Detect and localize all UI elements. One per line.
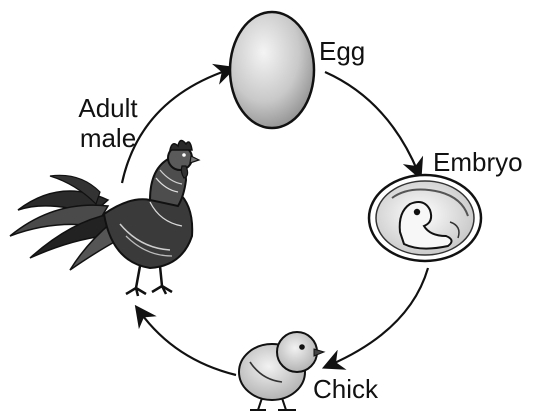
arrow-embryo-to-chick — [330, 268, 428, 365]
label-egg: Egg — [319, 36, 365, 66]
arrow-chick-to-adult — [140, 312, 236, 375]
label-chick: Chick — [313, 374, 378, 404]
label-adult-line2: male — [63, 123, 153, 153]
egg-illustration — [230, 12, 314, 128]
label-embryo: Embryo — [433, 147, 523, 177]
rooster-illustration — [10, 140, 199, 296]
label-adult-line1: Adult — [63, 93, 153, 123]
embryo-illustration — [369, 175, 481, 261]
arrow-egg-to-embryo — [325, 72, 418, 172]
chick-illustration — [239, 332, 324, 410]
label-adult-male: Adult male — [63, 93, 153, 153]
